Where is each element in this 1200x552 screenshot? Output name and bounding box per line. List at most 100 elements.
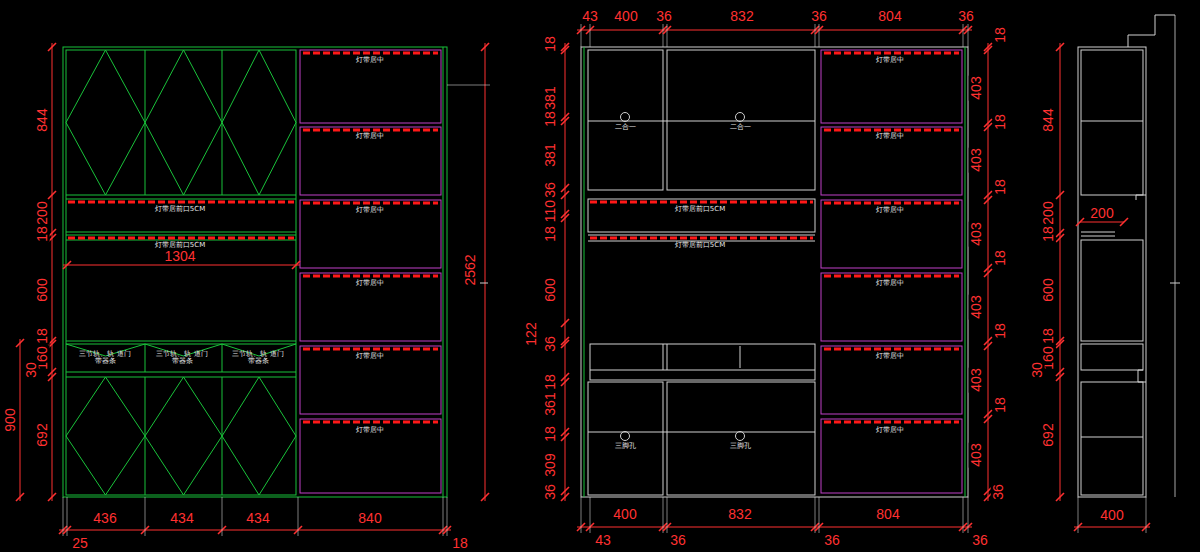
extension-line <box>963 497 964 533</box>
light-band <box>588 199 815 232</box>
note: 灯带居中 <box>875 280 905 287</box>
side-drawer <box>1081 344 1143 370</box>
dimension: 18 <box>1041 225 1056 243</box>
dim-tick <box>1120 218 1128 226</box>
dimension: 692 <box>1041 422 1056 447</box>
extension-line <box>581 24 582 47</box>
dimension: 30 <box>1030 361 1045 379</box>
note: 灯带居中 <box>875 133 905 140</box>
note: 灯带居中 <box>355 353 385 360</box>
extension-line <box>819 24 820 47</box>
dim-tick <box>984 269 992 277</box>
door-swing <box>222 377 296 495</box>
upper-middle-box <box>667 50 815 190</box>
shelf-line <box>66 232 296 233</box>
led-strip <box>303 202 438 205</box>
shelf-box <box>300 127 441 195</box>
dim-tick <box>984 342 992 350</box>
dim-tick <box>63 261 71 269</box>
extension-line <box>590 497 591 533</box>
led-strip <box>303 275 438 278</box>
line <box>1081 121 1143 122</box>
extension-line <box>815 497 816 533</box>
dimension: 36 <box>991 483 1006 501</box>
dim-line <box>59 530 451 531</box>
shelf-line <box>588 235 815 236</box>
dimension: 18 <box>451 536 469 551</box>
dimension: 25 <box>71 536 89 551</box>
dim-tick <box>1056 340 1064 348</box>
dimension: 18 <box>543 35 558 53</box>
dimension: 18 <box>993 249 1008 267</box>
note: 灯带居中 <box>355 207 385 214</box>
note: 灯带居中 <box>875 207 905 214</box>
dimension: 434 <box>245 511 270 526</box>
led-strip <box>590 237 813 240</box>
dim-line <box>63 265 300 266</box>
dimension: 804 <box>877 9 902 24</box>
dimension: 692 <box>35 422 50 447</box>
dim-line <box>1074 527 1150 528</box>
line <box>1081 232 1115 233</box>
dimension: 18 <box>993 113 1008 131</box>
dimension: 36 <box>543 483 558 501</box>
dim-tick <box>1056 43 1064 51</box>
led-strip <box>824 421 959 424</box>
extension-line <box>663 497 664 533</box>
note: 灯带居中 <box>355 280 385 287</box>
dimension: 200 <box>1089 206 1114 221</box>
dimension: 36 <box>543 181 558 199</box>
dim-tick <box>561 340 569 348</box>
dimension: 18 <box>993 396 1008 414</box>
shelf-box <box>821 127 962 195</box>
dim-tick <box>561 378 569 386</box>
dimension: 18 <box>35 327 50 345</box>
dimension: 18 <box>543 425 558 443</box>
shelf-box <box>300 419 441 493</box>
dimension: 436 <box>92 511 117 526</box>
shelf-line <box>66 195 296 196</box>
dim-tick <box>984 46 992 54</box>
note: 灯带居中 <box>355 57 385 64</box>
extension-line <box>145 497 146 536</box>
shelf-box <box>821 419 962 493</box>
shelf-box <box>821 50 962 123</box>
dimension: 832 <box>729 9 754 24</box>
dim-tick <box>984 119 992 127</box>
door-swing <box>66 377 145 495</box>
dim-line <box>1060 43 1061 501</box>
dimension: 200 <box>1041 200 1056 225</box>
dim-line <box>20 339 21 501</box>
shelf-line <box>66 377 296 378</box>
break-mark <box>1170 283 1180 284</box>
socket-hole <box>736 432 745 441</box>
shelf-box <box>300 273 441 341</box>
extension-line <box>590 24 591 47</box>
extension-line <box>443 497 444 536</box>
side-upper <box>1081 50 1143 195</box>
line <box>145 344 146 372</box>
note: 三脚孔 <box>614 443 637 450</box>
line <box>1081 437 1143 438</box>
dimension: 840 <box>357 511 382 526</box>
side-panel <box>443 47 444 497</box>
extension-line <box>819 497 820 533</box>
dimension: 110 <box>543 199 558 223</box>
shelf-line <box>66 235 296 236</box>
drawer-row <box>590 344 815 380</box>
ledge <box>1136 195 1146 200</box>
drawer-note: 三节轨、轨 道门带器条 <box>75 351 135 366</box>
dim-line <box>577 30 972 31</box>
dimension: 900 <box>3 407 18 432</box>
note: 三脚孔 <box>729 443 752 450</box>
dim-tick <box>561 493 569 501</box>
dim-line <box>1080 222 1124 223</box>
dimension: 844 <box>1041 107 1056 132</box>
line <box>663 344 664 370</box>
dimension: 36 <box>971 533 989 548</box>
extension-line <box>663 24 664 47</box>
shelf-box <box>300 50 441 123</box>
dimension: 434 <box>169 511 194 526</box>
